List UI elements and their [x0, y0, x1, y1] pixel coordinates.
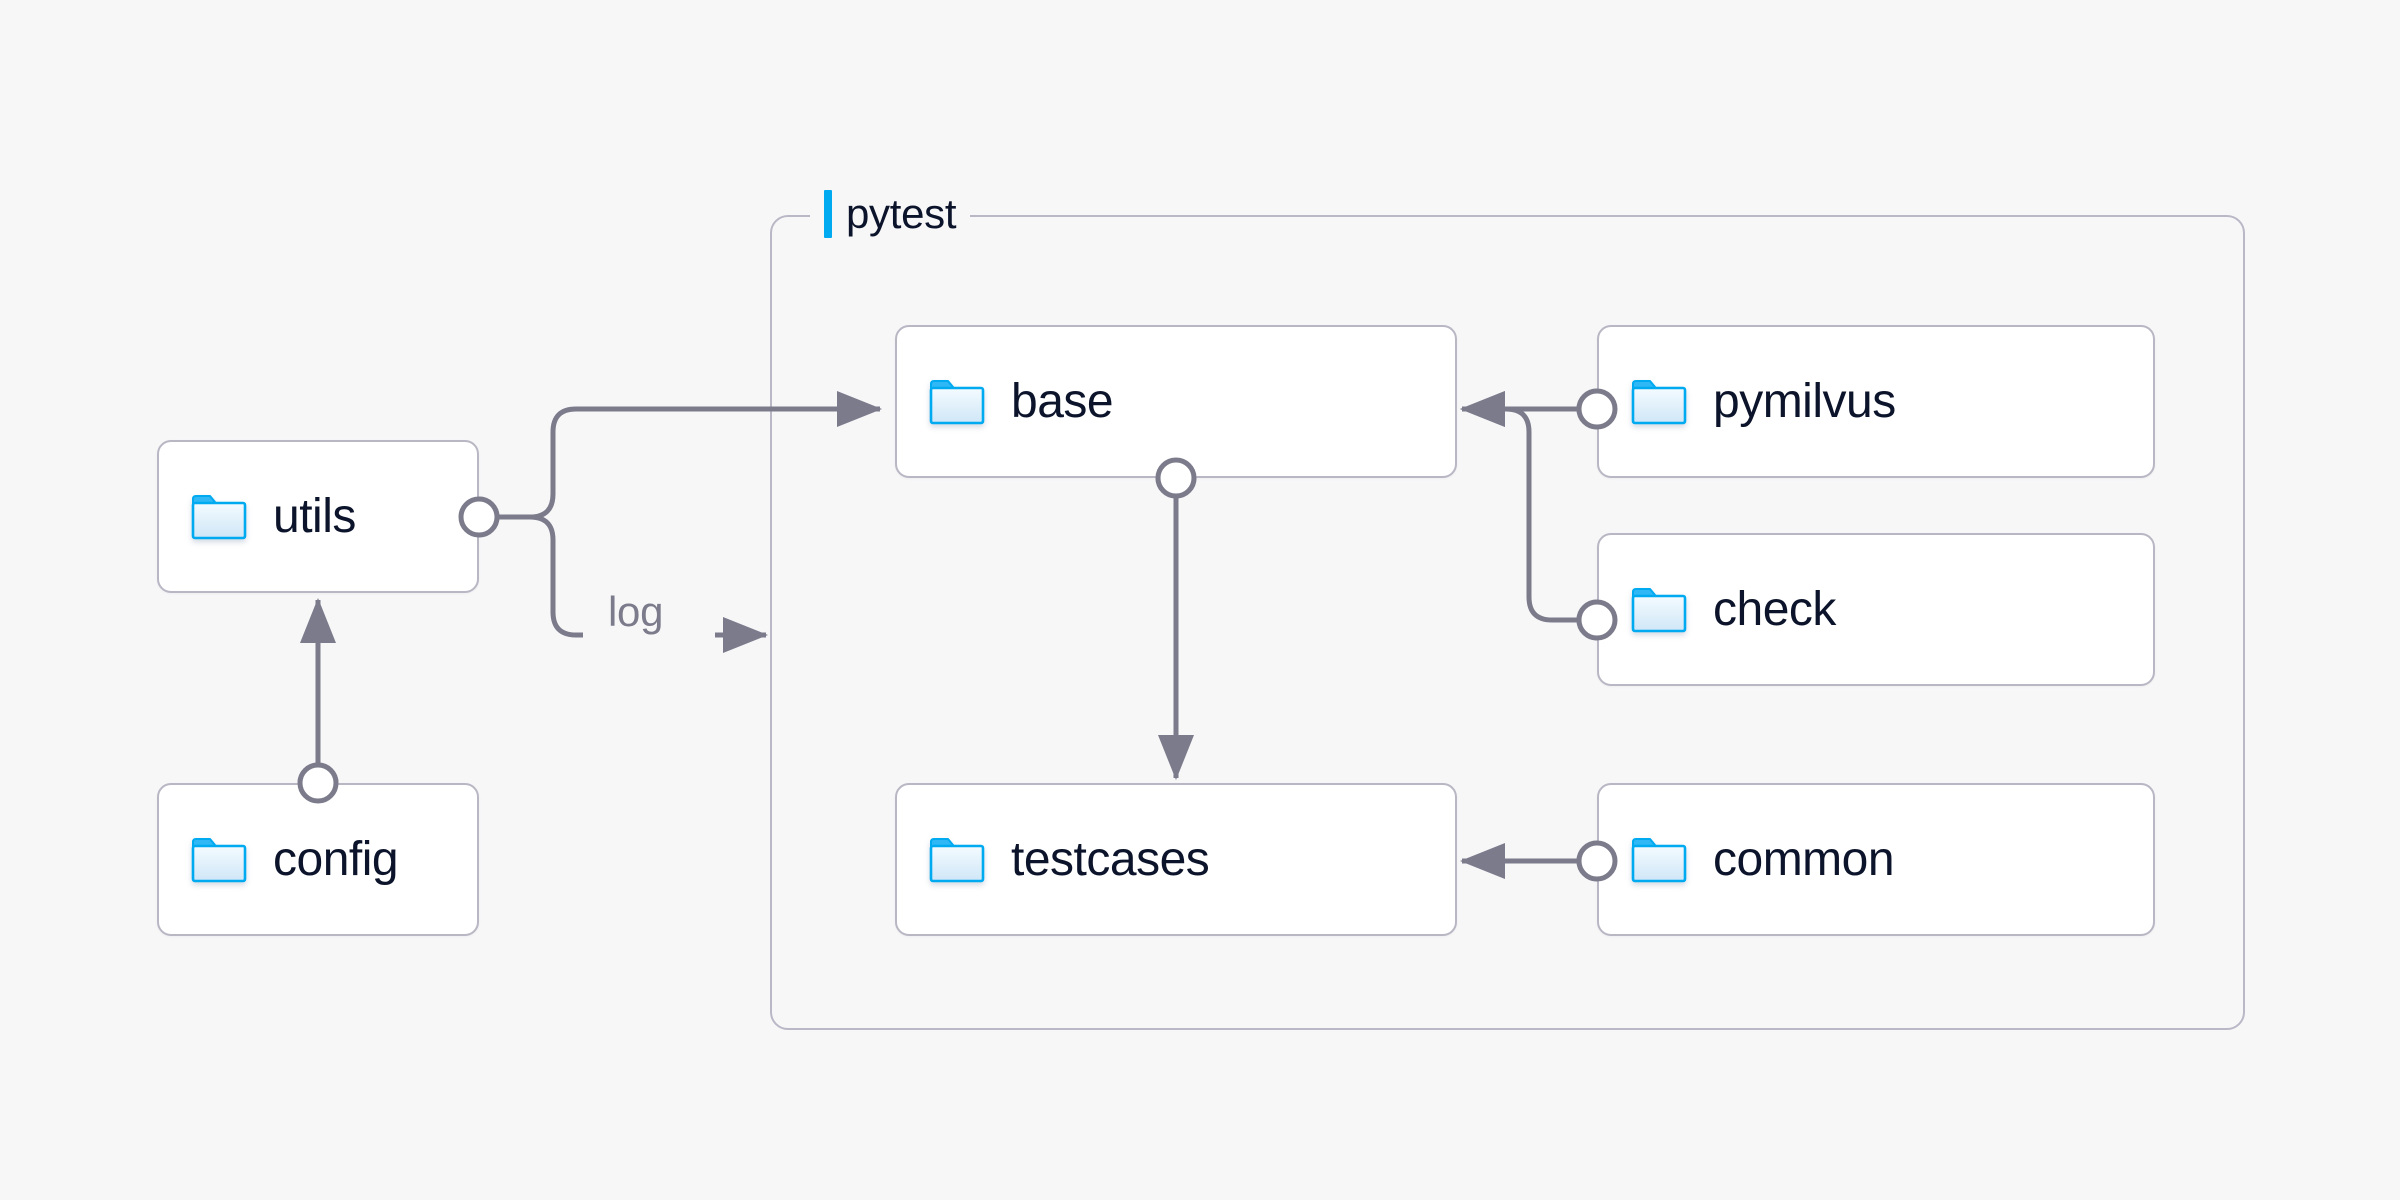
node-label: check [1713, 583, 1836, 636]
node-label: pymilvus [1713, 375, 1896, 428]
node-check[interactable]: check [1597, 533, 2155, 686]
group-pytest[interactable] [770, 215, 2245, 1030]
folder-icon [1631, 837, 1687, 882]
node-label: config [273, 833, 399, 886]
node-label: common [1713, 833, 1895, 886]
node-label: base [1011, 375, 1114, 428]
group-pytest-title: pytest [810, 190, 971, 238]
group-pytest-label: pytest [846, 190, 957, 237]
folder-icon [191, 494, 247, 539]
edge-config-to-utils [297, 598, 339, 804]
folder-icon [929, 837, 985, 882]
folder-icon [191, 837, 247, 882]
folder-icon [1631, 379, 1687, 424]
folder-icon [929, 379, 985, 424]
node-config[interactable]: config [157, 783, 479, 936]
node-testcases[interactable]: testcases [895, 783, 1457, 936]
accent-bar-icon [824, 190, 832, 238]
node-utils[interactable]: utils [157, 440, 479, 593]
edge-label-log: log [600, 588, 672, 636]
node-label: utils [273, 490, 356, 543]
folder-icon [1631, 587, 1687, 632]
node-base[interactable]: base [895, 325, 1457, 478]
node-label: testcases [1011, 833, 1210, 886]
node-common[interactable]: common [1597, 783, 2155, 936]
node-pymilvus[interactable]: pymilvus [1597, 325, 2155, 478]
